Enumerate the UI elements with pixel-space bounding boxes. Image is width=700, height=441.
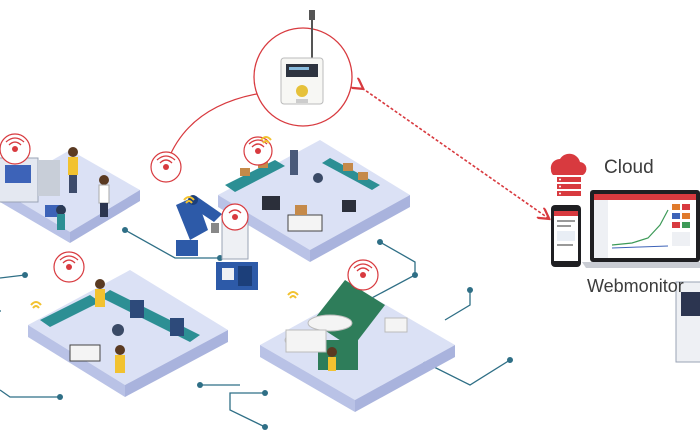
wifi-icon-4 [287,291,299,299]
cloud-server-icon [550,153,587,196]
platform-paper-machine [260,280,455,412]
cloud-link-arrow [362,88,548,218]
platform-logistics [218,140,410,262]
sensor-badge-5 [347,259,379,291]
robot-arm [176,195,222,256]
sensor-badge-2 [150,151,182,183]
cloud-label: Cloud [604,157,654,178]
sensor-badge-4 [53,251,85,283]
platform-assembly [28,270,228,397]
smartphone-mockup [551,205,581,267]
wifi-icon-1 [260,136,272,144]
wifi-icon-3 [30,301,42,309]
webmonitor-label: Webmonitor [587,276,684,296]
device-sensor-arc [167,92,263,161]
sensor-badge-3 [243,136,273,166]
edge-machine [675,281,700,363]
wifi-icon-2 [183,196,195,204]
laptop-mockup [582,190,700,268]
network-lines [0,229,511,428]
platform-control-room [0,147,140,243]
gateway-device [253,10,353,127]
sensor-badge-1 [0,133,31,165]
sensor-cabinet [216,203,258,290]
